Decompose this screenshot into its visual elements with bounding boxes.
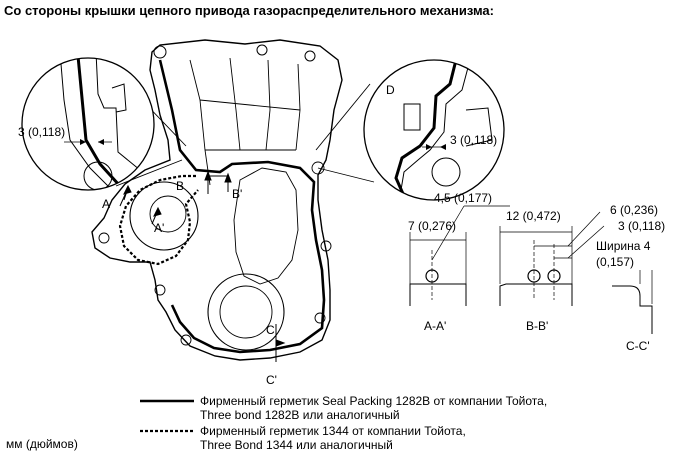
- section-aa-label: A-A': [424, 319, 446, 333]
- section-bb-dim-width: 12 (0,472): [506, 209, 561, 223]
- marker-b-prime-head: [224, 172, 232, 183]
- left-detail-leader-bottom: [115, 159, 183, 187]
- right-detail-dimension: 3 (0,118): [450, 133, 497, 147]
- legend-solid-text-2: Three bond 1282B или аналогичный: [200, 408, 400, 422]
- callout-a: A: [102, 197, 110, 211]
- legend-solid-text-1: Фирменный герметик Seal Packing 1282B от…: [200, 394, 548, 408]
- section-aa-dim-width: 7 (0,276): [408, 219, 456, 233]
- water-pump-bore-inner: [149, 195, 187, 233]
- right-detail-housing: [399, 60, 471, 197]
- bolt-boss: [154, 284, 166, 296]
- section-cc-label: C-C': [626, 339, 650, 353]
- section-aa-top-leader: [431, 205, 465, 261]
- section-aa-dim-top: 4,5 (0,177): [434, 191, 492, 205]
- bolt-boss: [311, 161, 325, 175]
- section-markers: [119, 170, 286, 362]
- section-bb-dim-a-leader: [567, 211, 601, 247]
- units-label: мм (дюймов): [6, 437, 78, 451]
- right-detail-circle: [363, 59, 505, 201]
- cover-outline: [91, 39, 343, 361]
- callout-c-prime: C': [266, 373, 277, 387]
- callout-a-prime: A': [154, 221, 164, 235]
- callout-c: C: [266, 323, 275, 337]
- callout-b: B: [176, 179, 184, 193]
- bolt-boss: [98, 232, 110, 244]
- left-detail-dim-arrow: [80, 139, 86, 145]
- left-detail-bolt: [83, 161, 113, 190]
- bolt-boss: [320, 240, 332, 252]
- sealant-dashed-bead: [118, 174, 199, 266]
- left-detail-border: [21, 57, 155, 191]
- top-bolt-boss: [304, 50, 316, 62]
- section-bb-label: B-B': [526, 319, 548, 333]
- section-bb-dim-a: 6 (0,236): [610, 203, 658, 217]
- marker-b-arrow: [207, 175, 229, 194]
- section-cc-width-label: Ширина 4: [596, 239, 651, 253]
- marker-a-prime-head: [153, 206, 162, 217]
- right-detail-bolt: [431, 157, 461, 187]
- right-detail-leader-top: [315, 83, 371, 151]
- water-pump-bore-outer: [129, 181, 199, 251]
- legend-dashed-text-2: Three Bond 1344 или аналогичный: [200, 438, 393, 452]
- left-detail-dim-arrow: [98, 139, 104, 145]
- left-detail-dimension: 3 (0,118): [18, 125, 65, 139]
- section-bb-dim-b: 3 (0,118): [618, 219, 665, 233]
- section-bb-dim-b-leader: [567, 225, 605, 259]
- top-bolt-boss: [153, 45, 167, 59]
- right-detail-dim-arrow: [440, 144, 446, 150]
- section-bb: [499, 211, 605, 306]
- right-detail-flange: [465, 107, 493, 147]
- callout-b-prime: B': [232, 187, 242, 201]
- section-aa: [409, 205, 510, 306]
- legend-dashed-text-1: Фирменный герметик 1344 от компании Тойо…: [200, 424, 466, 438]
- marker-b-head: [204, 170, 212, 181]
- bolt-boss: [180, 334, 192, 346]
- page-title: Со стороны крышки цепного привода газора…: [4, 3, 494, 18]
- section-bb-profile: [499, 283, 573, 306]
- chain-channel: [233, 167, 299, 285]
- right-detail-sealant: [394, 60, 458, 197]
- callout-d: D: [386, 83, 395, 97]
- section-aa-profile: [409, 283, 467, 306]
- marker-a-head: [123, 184, 132, 195]
- top-bolt-boss: [256, 44, 268, 56]
- section-cc-profile: [612, 285, 653, 334]
- left-detail-sealant: [76, 58, 122, 188]
- right-detail-leader-bottom: [317, 167, 375, 183]
- cover-rib: [189, 57, 301, 186]
- section-cc: [612, 270, 653, 334]
- section-cc-width-value: (0,157): [596, 255, 634, 269]
- left-detail-housing: [59, 58, 141, 190]
- bolt-boss: [314, 312, 326, 324]
- left-detail-flange: [111, 83, 127, 113]
- crank-bore-inner: [219, 285, 273, 339]
- sealant-solid-bead: [158, 59, 326, 354]
- timing-chain-cover: [91, 39, 343, 361]
- crank-bore-outer: [207, 273, 285, 351]
- leader-lines: [115, 83, 375, 187]
- right-detail-dim-arrow: [426, 144, 432, 150]
- left-detail-circle: [21, 57, 155, 191]
